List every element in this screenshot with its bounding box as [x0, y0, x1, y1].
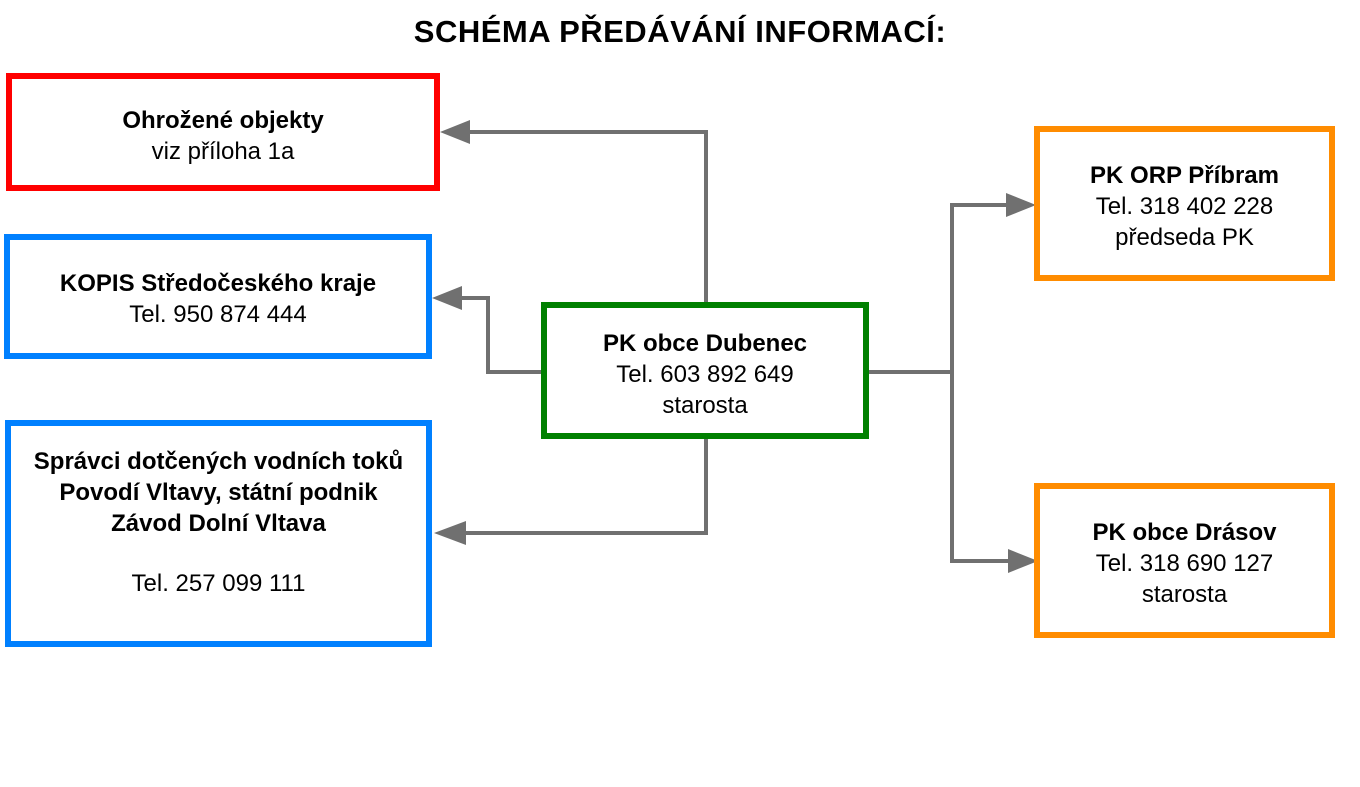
node-orp-role: předseda PK: [1115, 224, 1254, 251]
node-kopis-phone: Tel. 950 874 444: [129, 301, 307, 328]
node-spravci-title: Správci dotčených vodních toků: [33, 448, 404, 475]
arrowhead-drasov: [1008, 549, 1038, 573]
node-center-title: PK obce Dubenec: [602, 330, 808, 357]
node-drasov-title: PK obce Drásov: [1092, 519, 1277, 546]
arrowhead-ohrozene: [440, 120, 470, 144]
edge-center-spravci: [464, 437, 708, 535]
arrowhead-orp: [1006, 193, 1036, 217]
node-ohrozene-title: Ohrožené objekty: [122, 107, 324, 134]
node-ohrozene-text: viz příloha 1a: [151, 138, 295, 165]
node-ohrozene: Ohrožené objekty viz příloha 1a: [6, 73, 440, 191]
node-spravci: Správci dotčených vodních toků Povodí Vl…: [5, 420, 432, 647]
node-center-role: starosta: [662, 392, 748, 419]
diagram-title: SCHÉMA PŘEDÁVÁNÍ INFORMACÍ:: [413, 14, 947, 49]
node-spravci-phone: Tel. 257 099 111: [131, 570, 306, 597]
edge-center-ohrozene: [468, 130, 708, 304]
edge-center-kopis: [460, 296, 544, 374]
node-orp: PK ORP Příbram Tel. 318 402 228 předseda…: [1034, 126, 1335, 281]
node-drasov-phone: Tel. 318 690 127: [1095, 550, 1274, 577]
node-kopis: KOPIS Středočeského kraje Tel. 950 874 4…: [4, 234, 432, 359]
node-drasov: PK obce Drásov Tel. 318 690 127 starosta: [1034, 483, 1335, 638]
arrowhead-spravci: [434, 521, 466, 545]
node-center-phone: Tel. 603 892 649: [616, 361, 794, 388]
arrowhead-kopis: [432, 286, 462, 310]
node-orp-title: PK ORP Příbram: [1090, 162, 1279, 189]
node-orp-phone: Tel. 318 402 228: [1095, 193, 1274, 220]
edge-center-drasov: [950, 372, 1012, 563]
edge-center-orp: [950, 203, 1010, 372]
node-kopis-title: KOPIS Středočeského kraje: [59, 270, 377, 297]
node-drasov-role: starosta: [1141, 581, 1228, 608]
node-spravci-unit: Závod Dolní Vltava: [111, 510, 326, 537]
node-center: PK obce Dubenec Tel. 603 892 649 starost…: [541, 302, 869, 439]
node-spravci-org: Povodí Vltavy, státní podnik: [59, 479, 378, 506]
